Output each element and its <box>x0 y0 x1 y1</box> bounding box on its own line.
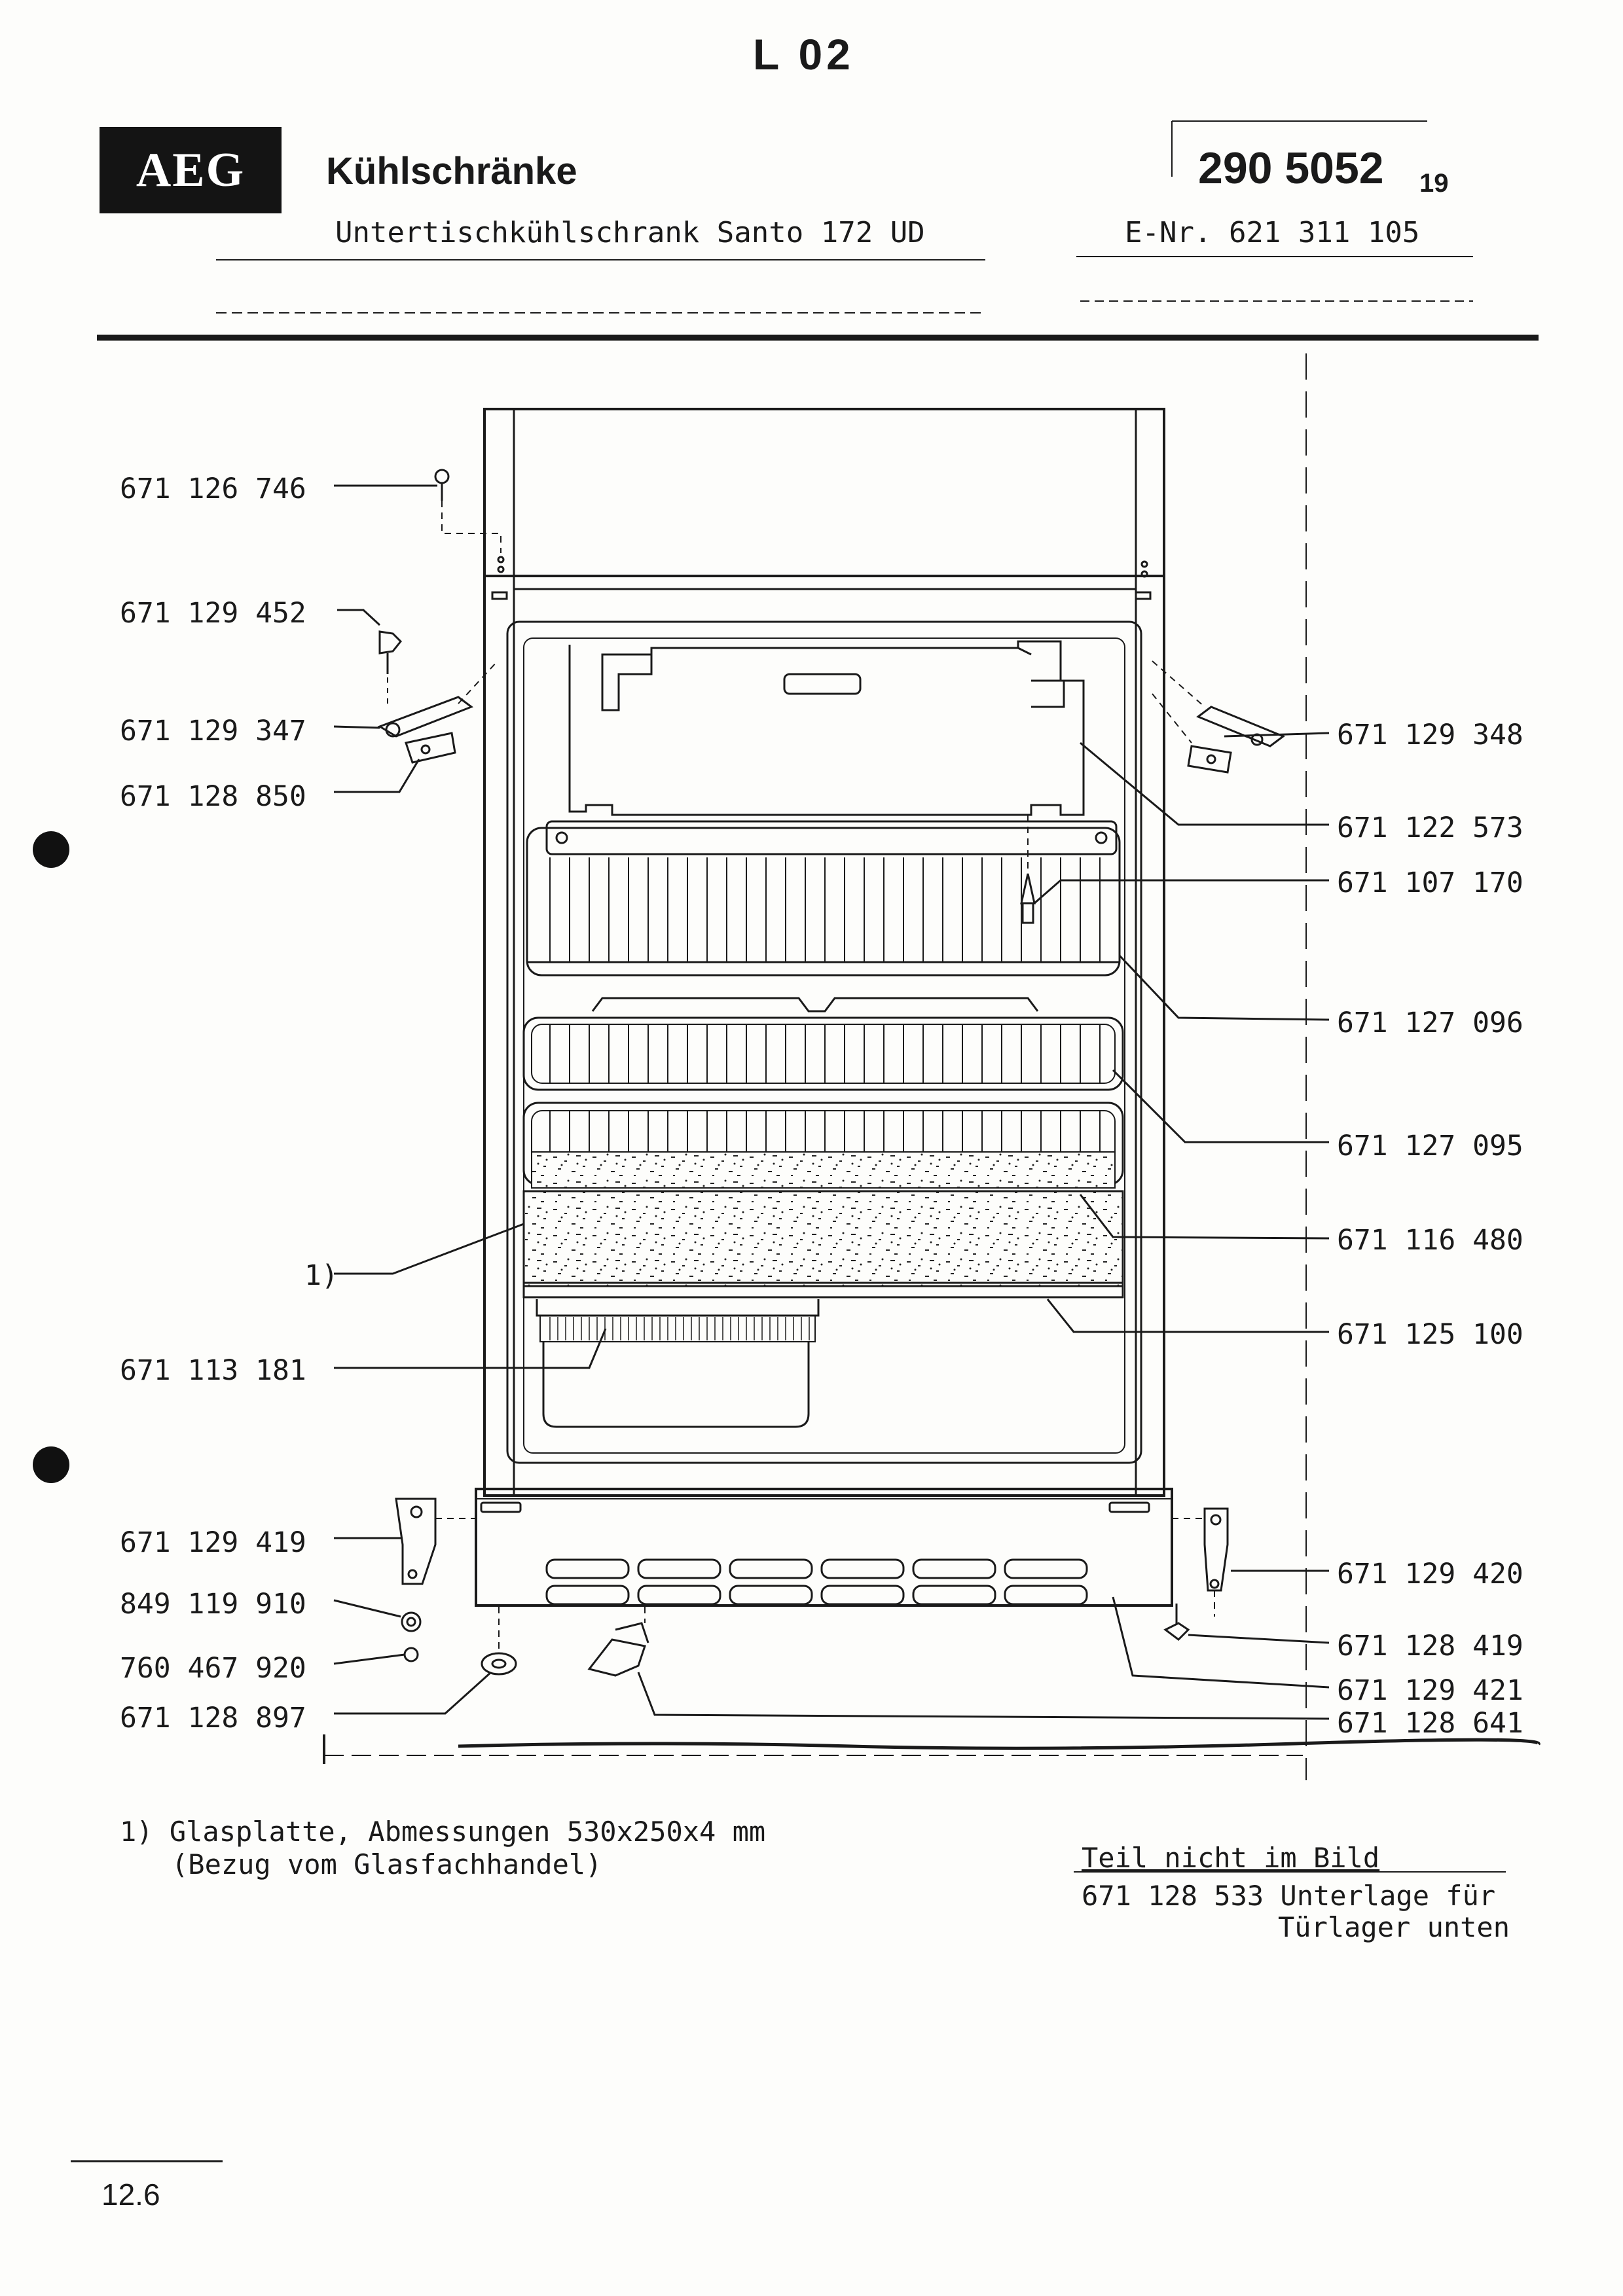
part-label: 671 122 573 <box>1337 812 1523 844</box>
part-label: 671 128 419 <box>1337 1630 1523 1662</box>
part-label: 671 129 419 <box>120 1526 306 1559</box>
vent-slot <box>820 1558 905 1579</box>
part-label: 760 467 920 <box>120 1652 306 1685</box>
part-label: 671 129 347 <box>120 715 306 747</box>
footnote-line: 1) Glasplatte, Abmessungen 530x250x4 mm <box>120 1816 766 1848</box>
document-number-suffix: 19 <box>1419 169 1449 198</box>
part-label: 671 129 420 <box>1337 1558 1523 1590</box>
part-label: 671 107 170 <box>1337 867 1523 899</box>
not-shown-line: 671 128 533 Unterlage für <box>1082 1880 1496 1912</box>
document-number: 290 5052 <box>1198 143 1384 193</box>
part-label: 849 119 910 <box>120 1588 306 1621</box>
e-number: E-Nr. 621 311 105 <box>1125 216 1420 249</box>
part-label: 671 125 100 <box>1337 1318 1523 1351</box>
part-label: 671 113 181 <box>120 1354 306 1387</box>
sheet-code: L 02 <box>753 30 854 79</box>
aeg-logo: AEG <box>100 127 282 213</box>
footnote-line: (Bezug vom Glasfachhandel) <box>172 1848 602 1880</box>
not-shown-line: Türlager unten <box>1278 1911 1510 1943</box>
page-title: Kühlschränke <box>326 150 577 192</box>
vent-slot <box>729 1585 813 1605</box>
part-label: 671 129 452 <box>120 597 306 630</box>
part-label: 671 128 641 <box>1337 1707 1523 1740</box>
vent-slot <box>820 1585 905 1605</box>
part-label: 671 129 421 <box>1337 1674 1523 1707</box>
part-label: 671 126 746 <box>120 473 306 505</box>
model-subtitle: Untertischkühlschrank Santo 172 UD <box>335 216 925 249</box>
vent-slot <box>1004 1585 1088 1605</box>
part-label: 671 116 480 <box>1337 1224 1523 1257</box>
vent-slot <box>637 1558 721 1579</box>
vent-slot <box>545 1585 630 1605</box>
page-number: 12.6 <box>101 2178 160 2212</box>
footnote-marker: 1) <box>304 1259 338 1292</box>
vent-slot <box>912 1585 996 1605</box>
not-shown-title: Teil nicht im Bild <box>1082 1842 1380 1874</box>
part-label: 671 127 095 <box>1337 1130 1523 1162</box>
part-label: 671 128 897 <box>120 1702 306 1734</box>
vent-slot <box>729 1558 813 1579</box>
vent-slot <box>637 1585 721 1605</box>
part-label: 671 128 850 <box>120 780 306 813</box>
vent-slot <box>545 1558 630 1579</box>
vent-slot <box>912 1558 996 1579</box>
vent-slot <box>1004 1558 1088 1579</box>
part-label: 671 129 348 <box>1337 719 1523 751</box>
part-label: 671 127 096 <box>1337 1007 1523 1039</box>
